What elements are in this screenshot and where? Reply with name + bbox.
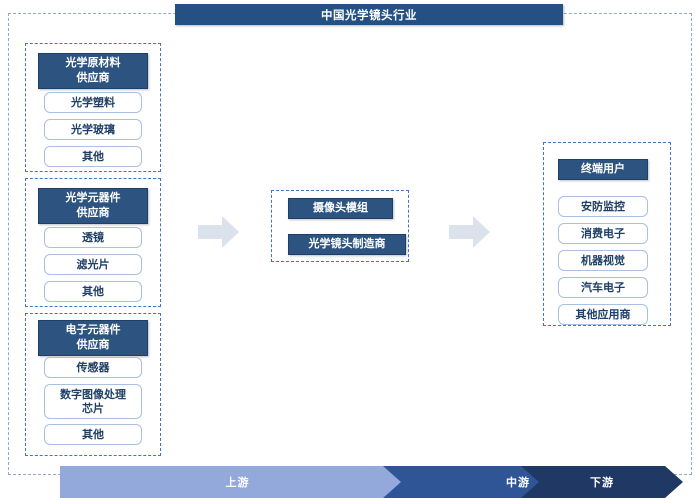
group-electronic-component: [25, 313, 161, 456]
header-electronic-component-supplier: 电子元器件 供应商: [38, 320, 148, 356]
arrow-shaft: [449, 225, 475, 239]
arrow-head: [473, 216, 490, 248]
header-optical-raw-material-supplier: 光学原材料 供应商: [38, 53, 148, 89]
item-optical-component-other[interactable]: 其他: [44, 281, 142, 302]
item-consumer-electronics[interactable]: 消费电子: [558, 223, 648, 244]
item-optical-filter[interactable]: 滤光片: [44, 254, 142, 275]
item-other-applications[interactable]: 其他应用商: [558, 304, 648, 325]
item-electronic-component-other[interactable]: 其他: [44, 424, 142, 445]
header-line-1: 电子元器件: [65, 324, 121, 336]
header-optical-component-supplier: 光学元器件 供应商: [38, 188, 148, 224]
item-optical-plastic[interactable]: 光学塑料: [44, 92, 142, 113]
header-line-1: 光学元器件: [65, 192, 121, 204]
flow-segment-downstream[interactable]: 下游: [521, 466, 683, 498]
group-midstream: [271, 190, 409, 262]
item-sensor[interactable]: 传感器: [44, 357, 142, 378]
header-line-1: 光学原材料: [65, 57, 121, 69]
box-camera-module[interactable]: 摄像头模组: [288, 198, 393, 219]
header-line-2: 供应商: [76, 207, 110, 219]
item-raw-material-other[interactable]: 其他: [44, 146, 142, 167]
group-downstream: [543, 142, 671, 326]
arrow-right-icon-midstream-to-downstream: [449, 216, 491, 248]
arrow-shaft: [198, 225, 224, 239]
arrow-right-icon-upstream-to-midstream: [198, 216, 240, 248]
header-line-2: 供应商: [76, 339, 110, 351]
item-lens[interactable]: 透镜: [44, 227, 142, 248]
header-end-user: 终端用户: [558, 159, 648, 180]
flow-segment-upstream[interactable]: 上游: [60, 466, 415, 498]
page-title: 中国光学镜头行业: [175, 4, 563, 25]
item-security-surveillance[interactable]: 安防监控: [558, 196, 648, 217]
box-optical-lens-manufacturer[interactable]: 光学镜头制造商: [288, 234, 406, 255]
item-optical-glass[interactable]: 光学玻璃: [44, 119, 142, 140]
item-machine-vision[interactable]: 机器视觉: [558, 250, 648, 271]
group-optical-component: [25, 178, 161, 307]
item-automotive-electronics[interactable]: 汽车电子: [558, 277, 648, 298]
arrow-head: [222, 216, 239, 248]
header-line-2: 供应商: [76, 72, 110, 84]
item-image-signal-processor-chip[interactable]: 数字图像处理芯片: [44, 384, 142, 419]
group-optical-raw-material: [25, 43, 161, 172]
